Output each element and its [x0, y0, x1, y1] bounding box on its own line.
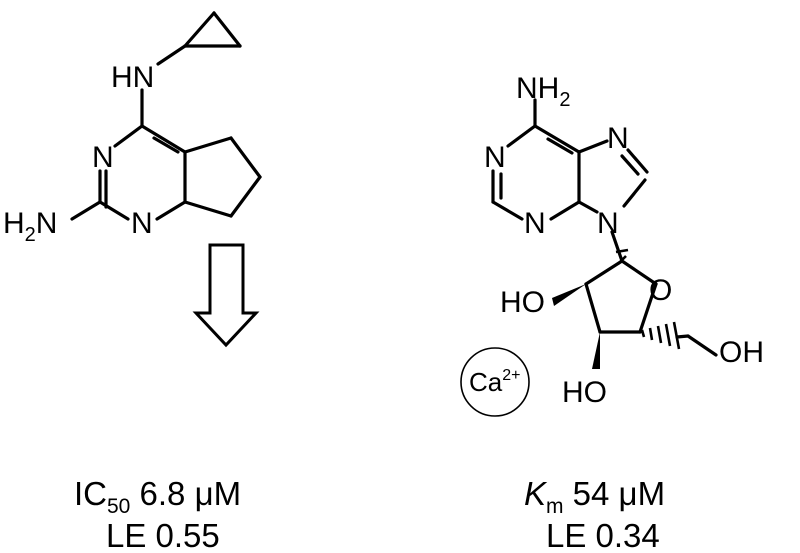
cyclopropyl-group — [156, 11, 242, 66]
wedge-bond-c3 — [592, 332, 600, 369]
hydroxyl-3-label: HO — [562, 376, 607, 409]
left-caption: IC50 6.8 μM LE 0.55 — [74, 475, 241, 553]
ring-oxygen-label: O — [649, 274, 672, 307]
down-arrow-icon — [192, 243, 260, 348]
km-value: Km 54 μM — [524, 475, 665, 518]
hydroxyl-5-label: OH — [719, 336, 764, 369]
calcium-ion: Ca2+ — [460, 347, 530, 417]
wedge-bond-c2 — [552, 284, 586, 306]
hashed-bond-c4 — [640, 321, 681, 350]
hydroxyl-2-label: HO — [500, 286, 545, 319]
left-compound-structure: HN N N H2N — [3, 11, 262, 246]
amine-nh-label: HN — [111, 61, 154, 94]
left-le-value: LE 0.55 — [106, 517, 220, 553]
n7-label: N — [607, 122, 629, 155]
ring-n-top-label: N — [92, 141, 114, 174]
ribose-ring — [552, 248, 718, 369]
amino-nh2-label: NH2 — [516, 72, 570, 111]
cyclopentane-ring — [183, 136, 262, 218]
adenine-pyrimidine-ring — [491, 124, 581, 221]
hashed-bond-c1 — [615, 248, 629, 265]
right-caption: Km 54 μM LE 0.34 — [524, 475, 665, 553]
n3-label: N — [524, 207, 546, 240]
ic50-value: IC50 6.8 μM — [74, 475, 241, 518]
amino-h2n-label: H2N — [3, 207, 57, 246]
ring-n-bottom-label: N — [131, 207, 153, 240]
calcium-label: Ca2+ — [469, 367, 521, 397]
n1-label: N — [484, 141, 506, 174]
n9-label: N — [597, 207, 619, 240]
right-le-value: LE 0.34 — [546, 517, 660, 553]
adenine-imidazole-ring — [577, 139, 649, 214]
pyrimidine-ring — [70, 124, 187, 221]
right-compound-structure: NH2 N N N N O HO HO OH — [484, 72, 764, 409]
